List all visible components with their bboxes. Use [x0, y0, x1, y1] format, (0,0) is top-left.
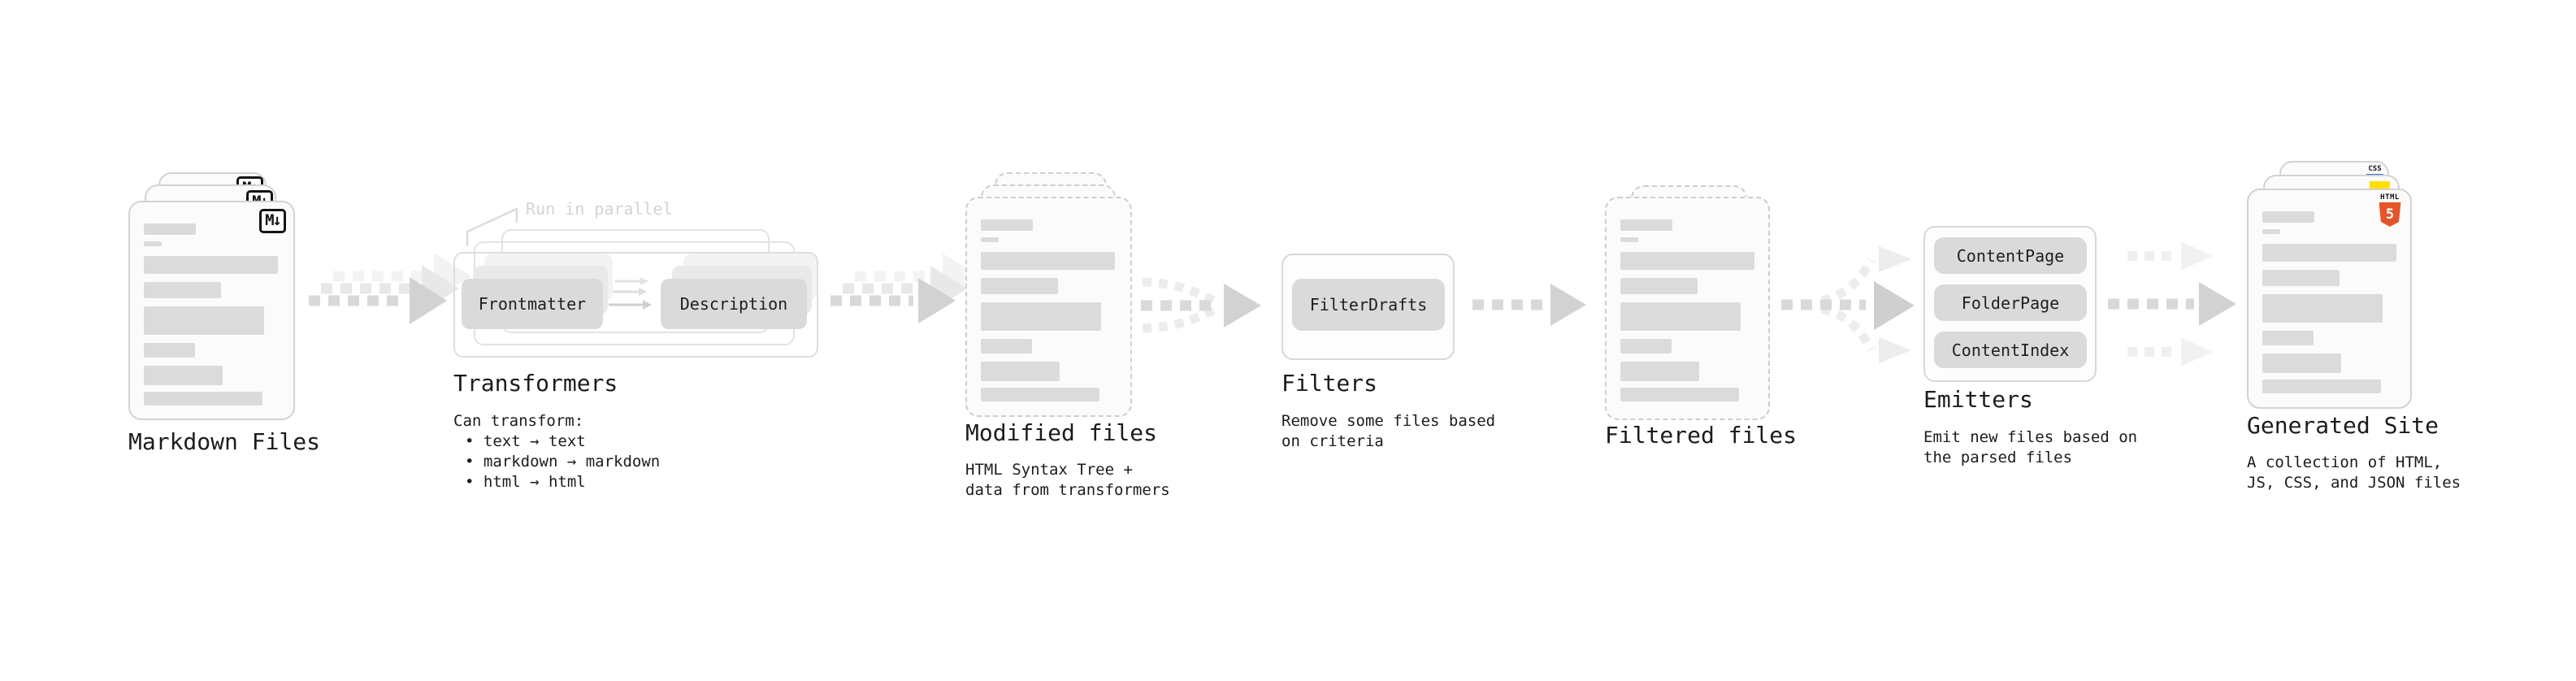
frontmatter-chip: Frontmatter	[462, 279, 603, 329]
caption-line: Emit new files based on	[1923, 428, 2138, 446]
modified-file-card-front	[965, 197, 1132, 417]
doc-line	[144, 343, 195, 358]
doc-content-placeholder	[2262, 211, 2396, 393]
caption-line: on criteria	[1281, 432, 1384, 450]
emitters-title: Emitters	[1923, 386, 2033, 413]
filters-caption: Remove some files based on criteria	[1281, 411, 1495, 452]
emitters-caption: Emit new files based on the parsed files	[1923, 427, 2137, 468]
doc-content-placeholder	[144, 223, 280, 406]
doc-line	[1620, 219, 1672, 231]
doc-line	[144, 306, 264, 335]
doc-line	[2262, 380, 2381, 393]
arrow-modified-to-filters	[1141, 277, 1261, 333]
bullet-item: • text → text	[465, 432, 586, 450]
doc-line	[1620, 278, 1698, 294]
caption-line: HTML Syntax Tree +	[965, 461, 1133, 479]
caption-line: Remove some files based	[1281, 412, 1496, 430]
doc-line	[981, 362, 1060, 381]
doc-line	[981, 252, 1115, 270]
generated-site-caption: A collection of HTML, JS, CSS, and JSON …	[2247, 453, 2461, 493]
caption-line: the parsed files	[1923, 449, 2073, 466]
arrow-transformers-to-modified	[830, 254, 980, 323]
filters-title: Filters	[1281, 370, 1378, 397]
filtered-files-title: Filtered files	[1605, 422, 1798, 449]
doc-line	[981, 302, 1101, 331]
caption-line: JS, CSS, and JSON files	[2247, 474, 2461, 492]
transformers-title: Transformers	[453, 370, 618, 397]
contentpage-chip: ContentPage	[1934, 237, 2087, 274]
modified-files-title: Modified files	[965, 419, 1158, 446]
doc-line	[2262, 331, 2314, 345]
description-chip: Description	[661, 279, 807, 329]
doc-line	[1620, 339, 1672, 354]
arrow-emitters-to-generated	[2108, 241, 2236, 367]
doc-line	[144, 392, 262, 406]
transformers-caption: Can transform: • text → text • markdown …	[453, 411, 660, 492]
modified-files-caption: HTML Syntax Tree + data from transformer…	[965, 460, 1170, 501]
doc-line	[1620, 237, 1638, 242]
bullet-item: • html → html	[465, 473, 586, 491]
doc-line	[2262, 244, 2396, 262]
caption-line: data from transformers	[965, 481, 1170, 499]
doc-content-placeholder	[981, 219, 1117, 401]
doc-line	[981, 388, 1099, 401]
doc-line	[2262, 270, 2340, 286]
doc-line	[2262, 229, 2280, 234]
doc-line	[981, 339, 1032, 354]
doc-line	[1620, 388, 1739, 401]
doc-line	[144, 241, 162, 246]
doc-line	[2262, 354, 2341, 373]
transformer-chip-arrows	[609, 277, 652, 310]
doc-line	[1620, 362, 1699, 381]
filterdrafts-chip: FilterDrafts	[1292, 279, 1445, 331]
arrow-markdown-to-transformers	[309, 253, 471, 324]
arrow-filters-to-filtered	[1472, 284, 1586, 326]
doc-line	[981, 219, 1033, 231]
folderpage-chip: FolderPage	[1934, 284, 2087, 321]
arrow-filtered-to-emitters	[1781, 246, 1915, 363]
run-in-parallel-annotation: Run in parallel	[526, 199, 673, 219]
doc-line	[2262, 294, 2383, 323]
doc-line	[981, 278, 1058, 294]
generated-file-card-front: HTML 5	[2247, 189, 2412, 409]
run-in-parallel-leader-line	[466, 207, 518, 246]
doc-line	[144, 282, 221, 298]
markdown-file-card-front: M↓	[128, 201, 295, 420]
transformers-caption-intro: Can transform:	[453, 412, 584, 430]
transformer-layer-front	[453, 252, 818, 358]
doc-line	[1620, 252, 1754, 270]
markdown-files-title: Markdown Files	[128, 428, 321, 455]
markdown-icon: M↓	[259, 209, 286, 233]
doc-line	[1620, 302, 1741, 331]
doc-content-placeholder	[1620, 219, 1754, 401]
bullet-item: • markdown → markdown	[465, 453, 661, 471]
doc-line	[144, 366, 223, 385]
generated-site-title: Generated Site	[2247, 412, 2439, 439]
doc-line	[144, 223, 196, 235]
doc-line	[144, 256, 278, 274]
doc-line	[2262, 211, 2314, 223]
transformers-bullets: • text → text • markdown → markdown • ht…	[453, 432, 660, 492]
caption-line: A collection of HTML,	[2247, 453, 2443, 471]
html5-icon: HTML 5	[2378, 193, 2402, 227]
doc-line	[981, 237, 999, 242]
contentindex-chip: ContentIndex	[1934, 332, 2087, 368]
filtered-file-card-front	[1605, 197, 1770, 420]
